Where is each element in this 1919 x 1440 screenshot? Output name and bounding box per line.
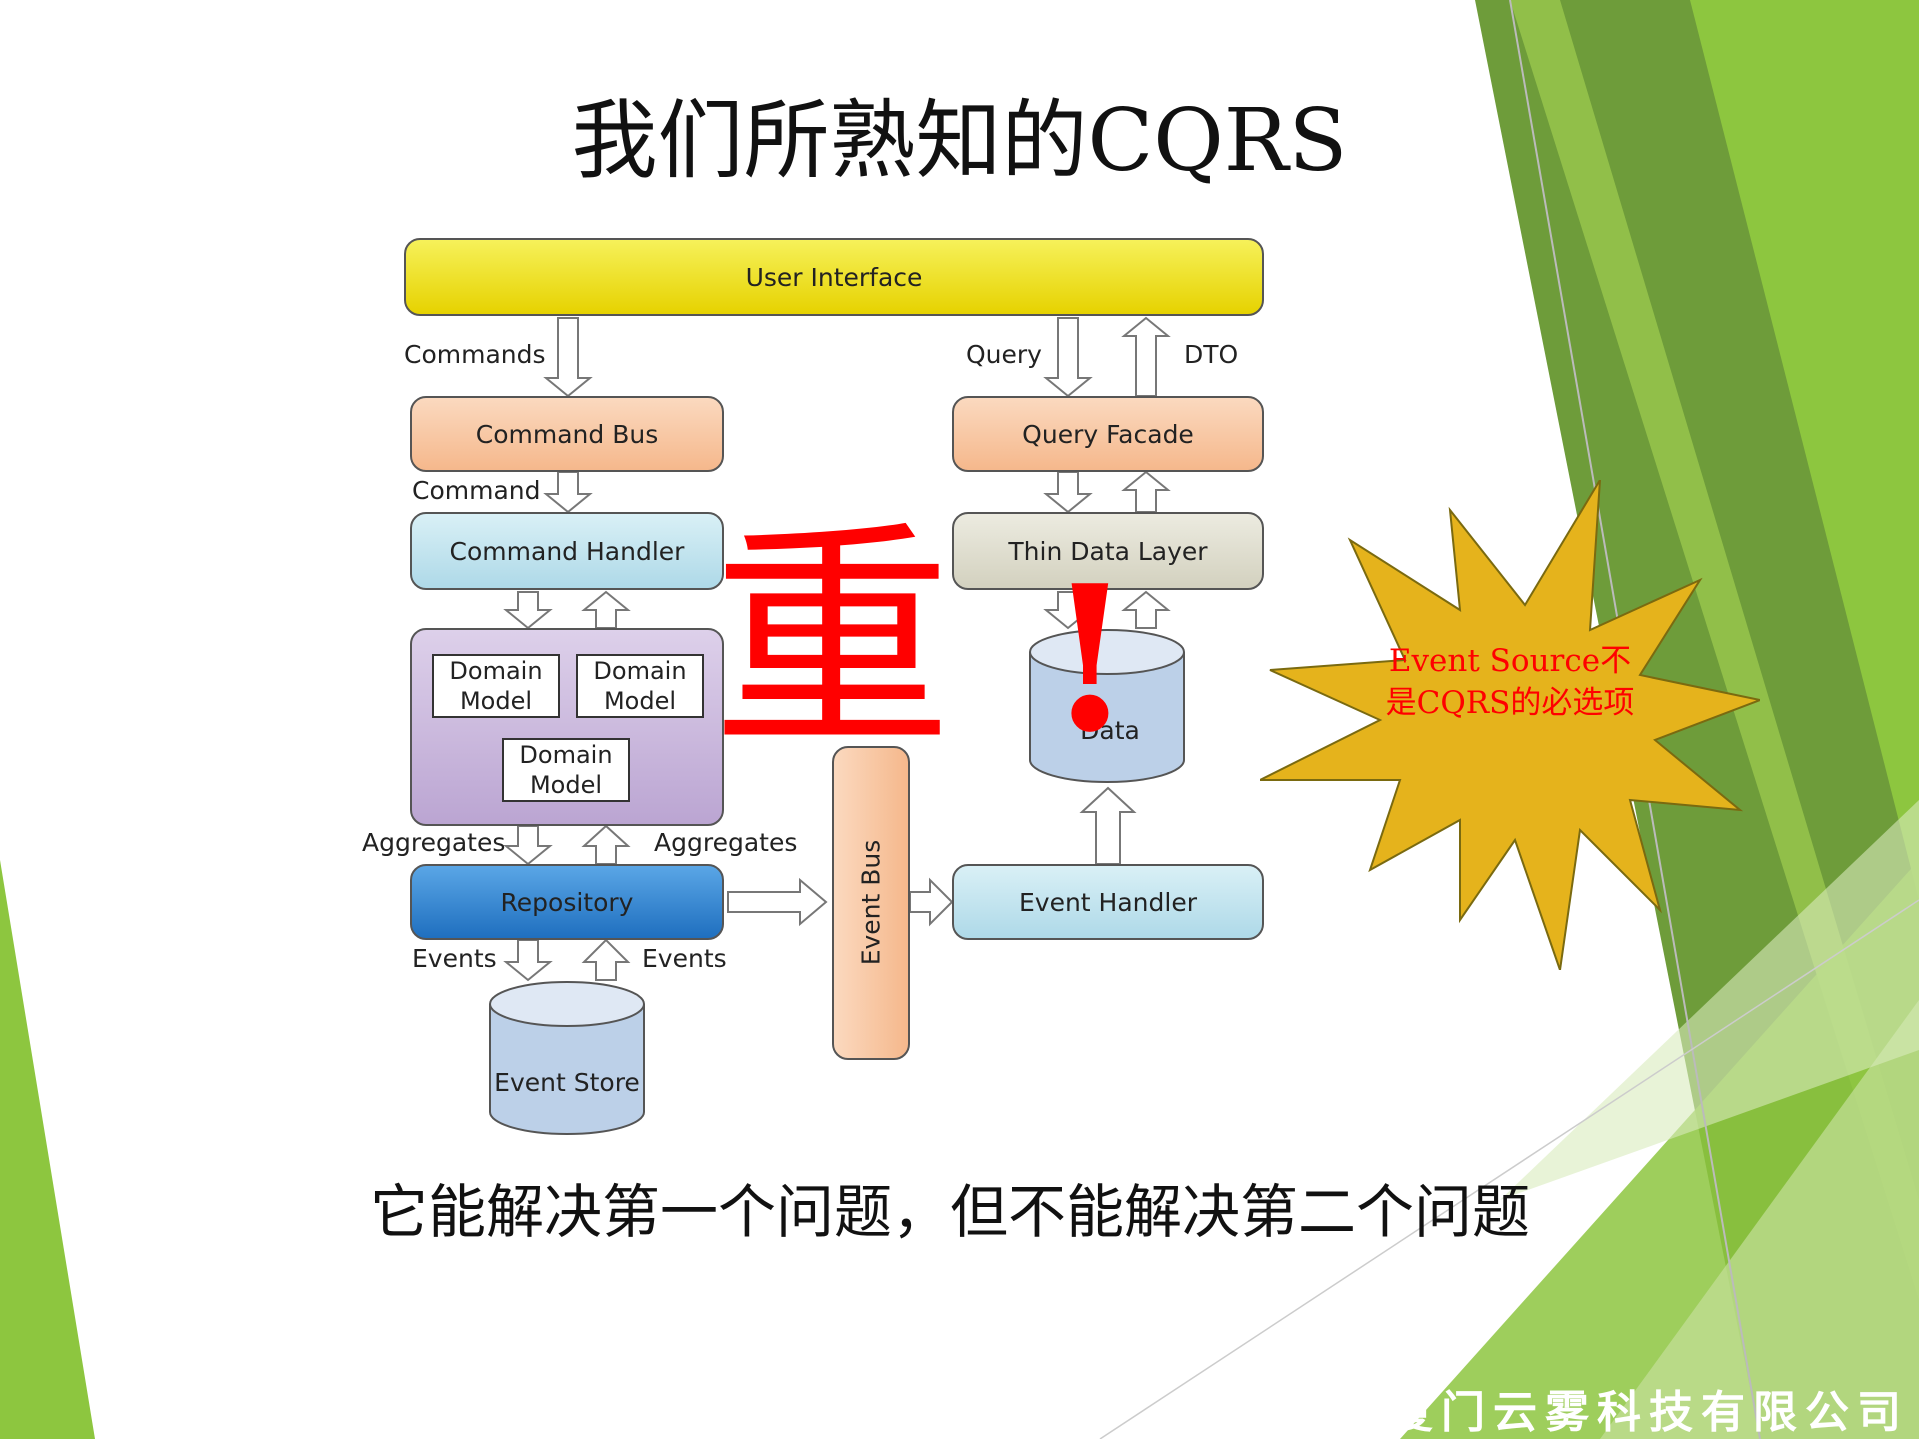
data-label: Data	[1080, 716, 1140, 745]
exclaim-mark: !	[1046, 542, 1134, 777]
thin-data-layer-box: Thin Data Layer	[952, 512, 1264, 590]
event-store-cylinder	[489, 981, 645, 1135]
dto-label: DTO	[1184, 340, 1239, 369]
thin-data-layer-label: Thin Data Layer	[1008, 536, 1208, 566]
event-store-label: Event Store	[494, 1068, 640, 1097]
bottom-caption: 它能解决第一个问题，但不能解决第二个问题	[369, 1178, 1530, 1246]
event-bus-box	[832, 746, 910, 1060]
domain-model-box: Domain Model	[432, 654, 560, 718]
aggregates-right-label: Aggregates	[654, 828, 798, 857]
event-bus-label: Event Bus	[856, 839, 886, 966]
user-interface-box: User Interface	[404, 238, 1264, 316]
starburst-callout	[1260, 480, 1760, 970]
command-label: Command	[412, 476, 541, 505]
query-facade-box: Query Facade	[952, 396, 1264, 472]
command-handler-box: Command Handler	[410, 512, 724, 590]
command-handler-label: Command Handler	[449, 536, 685, 566]
slide-title: 我们所熟知的CQRS	[571, 91, 1348, 191]
domain-model-box: Domain Model	[502, 738, 630, 802]
company-name: 厦门云雾科技有限公司	[1389, 1387, 1909, 1438]
query-facade-label: Query Facade	[1022, 419, 1194, 449]
command-bus-box: Command Bus	[410, 396, 724, 472]
domain-model-box: Domain Model	[576, 654, 704, 718]
data-cylinder	[1029, 629, 1185, 783]
repository-label: Repository	[500, 887, 634, 917]
events-left-label: Events	[412, 944, 497, 973]
repository-box: Repository	[410, 864, 724, 940]
heavy-char: 重	[712, 500, 953, 780]
event-handler-box: Event Handler	[952, 864, 1264, 940]
aggregates-left-label: Aggregates	[362, 828, 506, 857]
commands-label: Commands	[404, 340, 546, 369]
event-handler-label: Event Handler	[1018, 887, 1197, 917]
command-bus-label: Command Bus	[475, 419, 659, 449]
starburst-text: Event Source不是CQRS的必选项	[1385, 643, 1635, 721]
query-label: Query	[966, 340, 1042, 369]
user-interface-label: User Interface	[745, 262, 923, 292]
events-right-label: Events	[642, 944, 727, 973]
